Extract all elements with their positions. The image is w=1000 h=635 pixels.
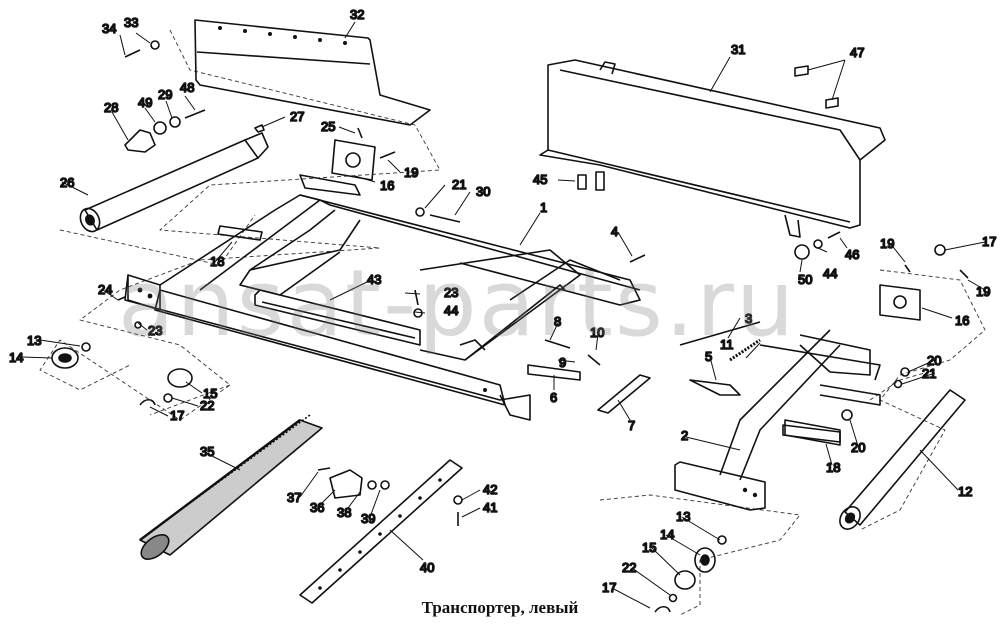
slat-bar — [299, 459, 463, 604]
label-43: 43 — [367, 272, 381, 287]
label-42: 42 — [483, 482, 497, 497]
label-45: 45 — [533, 172, 547, 187]
label-38: 38 — [337, 505, 351, 520]
label-19-right-a: 19 — [880, 236, 894, 251]
label-41: 41 — [483, 500, 497, 515]
label-48: 48 — [180, 80, 194, 95]
main-frame — [124, 194, 641, 421]
label-27: 27 — [290, 109, 304, 124]
label-23-center: 23 — [444, 285, 458, 300]
label-18-left: 18 — [210, 254, 224, 269]
label-3: 3 — [745, 311, 752, 326]
label-17-right-bottom: 17 — [602, 580, 616, 595]
label-15-left: 15 — [203, 386, 217, 401]
upper-left-guard — [194, 19, 431, 126]
assembly-guide-lines — [39, 29, 986, 616]
label-31: 31 — [731, 42, 745, 57]
label-23-left: 23 — [148, 323, 162, 338]
label-36: 36 — [310, 500, 324, 515]
label-13-right: 13 — [676, 509, 690, 524]
right-roller — [839, 389, 966, 530]
label-32: 32 — [350, 7, 364, 22]
label-46: 46 — [845, 247, 859, 262]
label-30: 30 — [476, 184, 490, 199]
label-10: 10 — [590, 325, 604, 340]
label-7: 7 — [628, 418, 635, 433]
label-19-left: 19 — [404, 165, 418, 180]
label-47: 47 — [850, 45, 864, 60]
label-6: 6 — [550, 390, 557, 405]
label-34: 34 — [102, 21, 116, 36]
label-29: 29 — [158, 87, 172, 102]
label-12: 12 — [958, 484, 972, 499]
label-50: 50 — [798, 272, 812, 287]
hardware-parts — [51, 40, 969, 613]
label-17-right-top: 17 — [982, 234, 996, 249]
label-11: 11 — [720, 337, 734, 352]
label-25: 25 — [321, 119, 335, 134]
label-21-right: 21 — [922, 366, 936, 381]
label-44-right: 44 — [823, 266, 837, 281]
label-14-right: 14 — [660, 527, 674, 542]
label-19-right-b: 19 — [976, 284, 990, 299]
label-18-right: 18 — [826, 460, 840, 475]
label-16-right: 16 — [955, 313, 969, 328]
label-1: 1 — [540, 200, 547, 215]
right-frame — [674, 329, 881, 511]
label-28: 28 — [104, 100, 118, 115]
leader-lines — [21, 21, 986, 609]
part-number-labels: 34 33 32 31 47 28 49 29 48 27 25 19 16 2… — [8, 6, 997, 596]
label-9: 9 — [559, 355, 566, 370]
label-22-right: 22 — [622, 560, 636, 575]
label-14-left: 14 — [9, 350, 23, 365]
conveyor-belt-roll — [139, 414, 323, 560]
label-8: 8 — [554, 314, 561, 329]
label-4: 4 — [611, 224, 618, 239]
label-20-right-b: 20 — [851, 440, 865, 455]
label-20-right-a: 20 — [927, 353, 941, 368]
diagram-caption: Транспортер, левый — [421, 598, 579, 617]
label-37: 37 — [287, 490, 301, 505]
label-26: 26 — [60, 175, 74, 190]
label-21-left: 21 — [452, 177, 466, 192]
label-33: 33 — [124, 15, 138, 30]
label-5: 5 — [705, 349, 712, 364]
label-13-left: 13 — [27, 333, 41, 348]
label-2: 2 — [681, 428, 688, 443]
left-roller — [79, 132, 269, 233]
label-44-center: 44 — [444, 303, 458, 318]
label-39: 39 — [361, 511, 375, 526]
label-22-left: 22 — [200, 398, 214, 413]
label-49: 49 — [138, 95, 152, 110]
upper-right-guard — [539, 59, 886, 238]
label-24: 24 — [98, 282, 112, 297]
label-17-left: 17 — [170, 408, 184, 423]
label-40: 40 — [420, 560, 434, 575]
label-16-left: 16 — [380, 178, 394, 193]
label-35: 35 — [200, 444, 214, 459]
center-bracket — [254, 289, 421, 346]
label-15-right: 15 — [642, 540, 656, 555]
